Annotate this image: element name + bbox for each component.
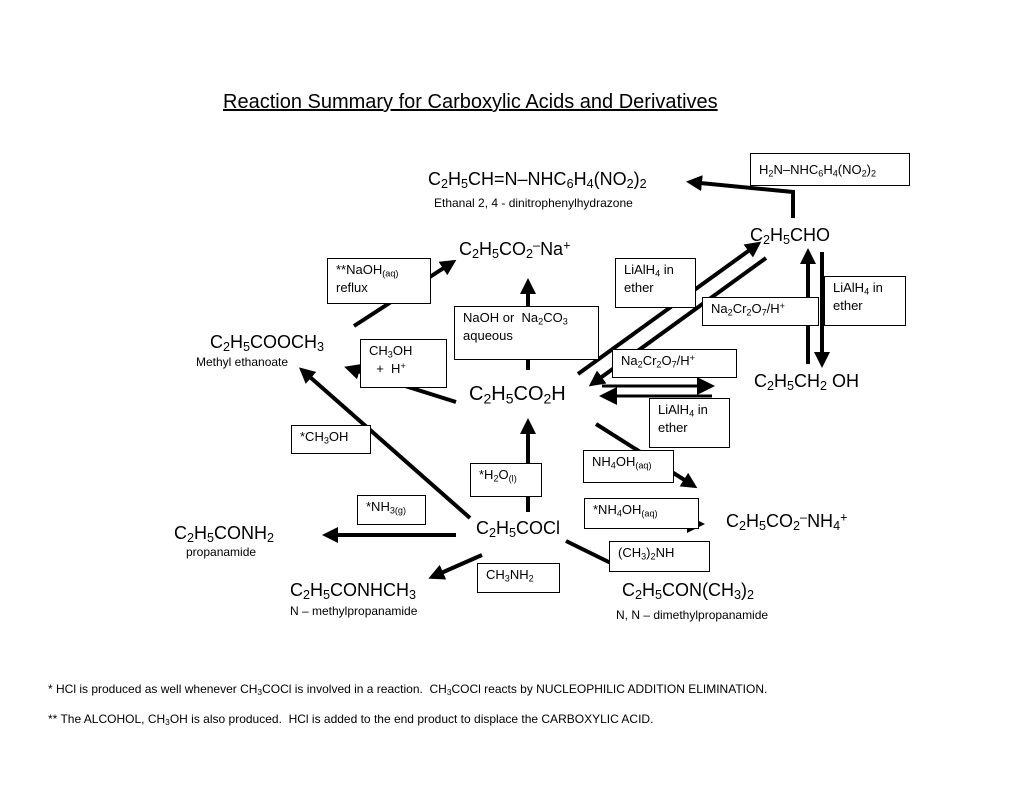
compound-alcohol: C2H5CH2 OH (754, 371, 860, 394)
footnote-single-star: * HCl is produced as well whenever CH3CO… (48, 682, 768, 698)
compound-ester-name: Methyl ethanoate (196, 355, 289, 369)
compound-acyl-chloride: C2H5COCl (476, 518, 561, 541)
compound-n-methylpropanamide-name: N – methylpropanamide (290, 604, 418, 618)
compound-hydrazone: C2H5CH=N–NHC6H4(NO2)2 (428, 169, 647, 192)
reagent-methanol-star: *CH3OH (291, 425, 371, 454)
reagent-nh4oh-top: NH4OH(aq) (583, 450, 674, 483)
compound-ammonium-salt: C2H5CO2–NH4+ (726, 510, 848, 534)
compound-sodium-salt: C2H5CO2–Na+ (459, 238, 571, 262)
compound-nn-dimethylpropanamide-name: N, N – dimethylpropanamide (616, 608, 769, 622)
arrow-acylcl-to-n-methyl (428, 553, 483, 580)
compound-propanamide: C2H5CONH2 (174, 523, 275, 546)
page-title: Reaction Summary for Carboxylic Acids an… (223, 91, 718, 113)
arrow-acylcl-to-ester (298, 367, 472, 520)
reagent-dnph: H2N–NHC6H4(NO2)2 (750, 153, 910, 186)
reagent-water: *H2O(l) (470, 463, 542, 497)
compound-n-methylpropanamide: C2H5CONHCH3 (290, 580, 417, 603)
arrow-to-hydrazone (686, 175, 795, 218)
reagent-methylamine: CH3NH2 (477, 563, 560, 593)
reagent-dichromate-mid: Na2Cr2O7/H+ (612, 349, 737, 378)
compound-nn-dimethylpropanamide: C2H5CON(CH3)2 (622, 580, 755, 603)
reagent-methanol-acid: CH3OH + H+ (360, 339, 447, 388)
compound-hydrazone-name: Ethanal 2, 4 - dinitrophenylhydrazone (434, 196, 633, 210)
reagent-ammonia: *NH3(g) (357, 495, 426, 525)
reagent-nh4oh-star: *NH4OH(aq) (584, 498, 699, 529)
footnote-double-star: ** The ALCOHOL, CH3OH is also produced. … (48, 712, 654, 728)
compound-ester: C2H5COOCH3 (210, 332, 325, 355)
arrow-acid-to-aldehyde (576, 241, 762, 376)
reagent-dichromate-top: Na2Cr2O7/H+ (702, 297, 819, 326)
reagent-dimethylamine: (CH3)2NH (609, 541, 710, 572)
compound-propanamide-name: propanamide (186, 545, 257, 559)
compound-aldehyde: C2H5CHO (750, 225, 831, 248)
compound-carboxylic-acid: C2H5CO2H (469, 383, 566, 407)
reagent-naoh-reflux: **NaOH(aq)reflux (327, 258, 431, 304)
